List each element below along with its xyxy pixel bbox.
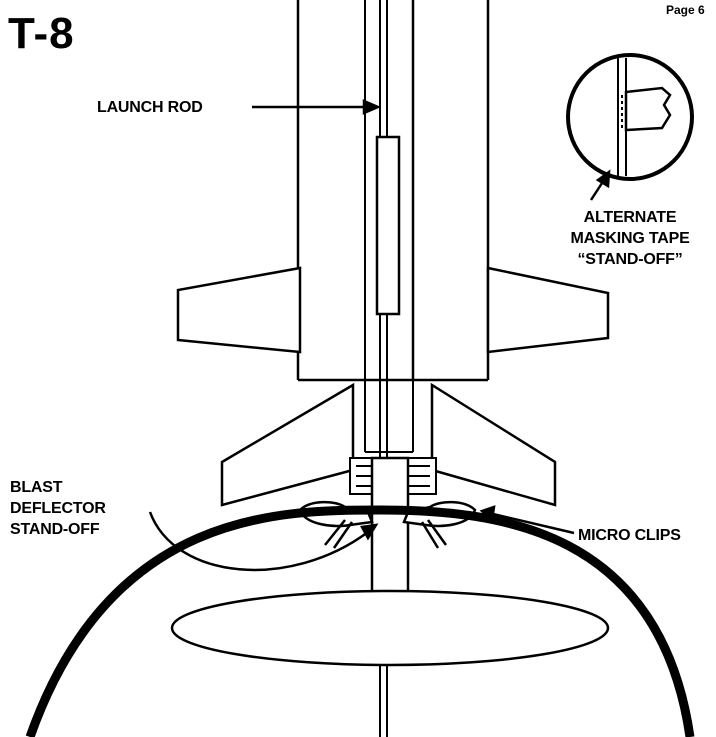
micro-clips-leader <box>479 505 575 535</box>
lower-right-fin <box>430 382 557 507</box>
lower-left-fin <box>220 382 355 507</box>
launch-rod-label: LAUNCH ROD <box>97 99 203 116</box>
blast-label-line2: DEFLECTOR <box>10 500 106 517</box>
launch-lug-tube <box>364 0 414 453</box>
left-fin <box>176 266 302 354</box>
blast-label-line1: BLAST <box>10 479 63 496</box>
launch-rod-leader <box>252 99 382 115</box>
launch-lug <box>375 135 401 316</box>
launch-pad-arc <box>25 505 695 737</box>
blast-deflector-label: BLAST DEFLECTOR STAND-OFF <box>10 477 106 540</box>
tape-label-line2: MASKING TAPE <box>570 230 690 247</box>
right-fin <box>486 266 610 354</box>
alternate-masking-tape-label: ALTERNATE MASKING TAPE “STAND-OFF” <box>560 207 700 270</box>
blast-deflector-plate <box>170 589 610 667</box>
blast-label-line3: STAND-OFF <box>10 521 100 538</box>
tape-leader <box>589 169 611 201</box>
micro-clips-label: MICRO CLIPS <box>578 527 681 544</box>
detail-inset <box>566 53 694 181</box>
figure-title: T-8 <box>8 9 75 58</box>
page-number: Page 6 <box>666 3 705 17</box>
blast-deflector-standoff <box>370 456 410 602</box>
blast-deflector-leader <box>148 511 379 572</box>
tape-label-line3: “STAND-OFF” <box>577 251 683 268</box>
tape-label-line1: ALTERNATE <box>583 209 677 226</box>
